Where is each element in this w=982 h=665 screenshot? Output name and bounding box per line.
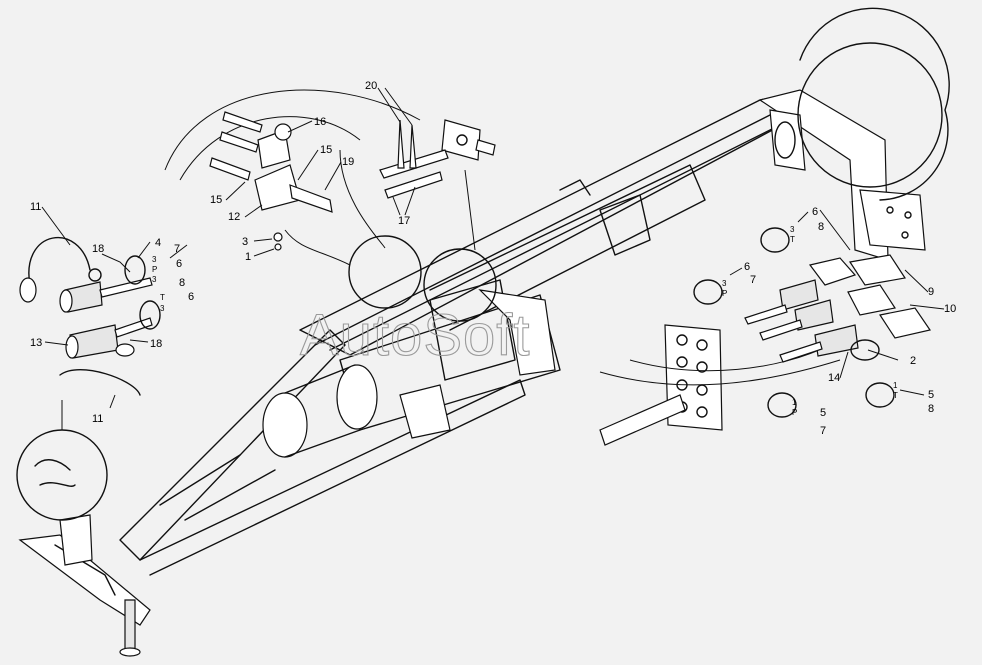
detail-circles [16, 7, 950, 521]
port-mark: 3 [152, 255, 157, 264]
port-mark: T [893, 391, 898, 400]
callouts: 11 18 4 7 6 8 6 13 18 11 16 15 19 15 12 … [30, 80, 956, 437]
callout-13: 13 [30, 337, 42, 349]
callout-10: 10 [944, 303, 956, 315]
hose-lines [61, 89, 851, 430]
callout-5: 5 [820, 407, 826, 419]
valve-assembly-right [379, 119, 496, 199]
callout-18: 18 [92, 243, 104, 255]
watermark-text: AutoSoft [300, 303, 530, 368]
callout-8: 8 [179, 277, 185, 289]
left-couplers [19, 236, 161, 487]
port-mark: P [792, 408, 797, 417]
main-frame [18, 89, 926, 657]
callout-6: 6 [744, 261, 750, 273]
port-mark: 3 [160, 304, 165, 313]
callout-11: 11 [30, 201, 41, 213]
callout-8: 8 [928, 403, 934, 415]
leader-lines [41, 87, 945, 409]
port-mark: T [790, 235, 795, 244]
port-mark: 1 [792, 398, 797, 407]
callout-18: 18 [150, 338, 162, 350]
callout-3: 3 [242, 236, 248, 248]
callout-7: 7 [750, 274, 756, 286]
callout-17: 17 [398, 215, 410, 227]
port-mark: T [160, 293, 165, 302]
port-mark: P [722, 289, 727, 298]
port-mark: 3 [790, 225, 795, 234]
callout-7: 7 [174, 243, 180, 255]
callout-2: 2 [910, 355, 916, 367]
callout-6: 6 [176, 258, 182, 270]
right-couplers [693, 227, 931, 418]
callout-6: 6 [812, 206, 818, 218]
callout-15: 15 [210, 194, 222, 206]
callout-12: 12 [228, 211, 240, 223]
callout-7: 7 [820, 425, 826, 437]
callout-8: 8 [818, 221, 824, 233]
callout-15: 15 [320, 144, 332, 156]
callout-19: 19 [342, 156, 354, 168]
callout-16: 16 [314, 116, 326, 128]
port-mark: 1 [893, 381, 898, 390]
callout-4: 4 [155, 237, 161, 249]
callout-5: 5 [928, 389, 934, 401]
port-marks: 3 P 3 T 3 3 T 3 P 1 P 1 T [152, 225, 898, 417]
port-mark: P [152, 265, 157, 274]
callout-14: 14 [828, 372, 840, 384]
callout-9: 9 [928, 286, 934, 298]
callout-1: 1 [245, 251, 251, 263]
valve-assembly-left [209, 111, 333, 251]
callout-11: 11 [92, 413, 103, 425]
port-mark: 3 [152, 275, 157, 284]
callout-6: 6 [188, 291, 194, 303]
callout-20: 20 [365, 80, 377, 92]
port-mark: 3 [722, 279, 727, 288]
